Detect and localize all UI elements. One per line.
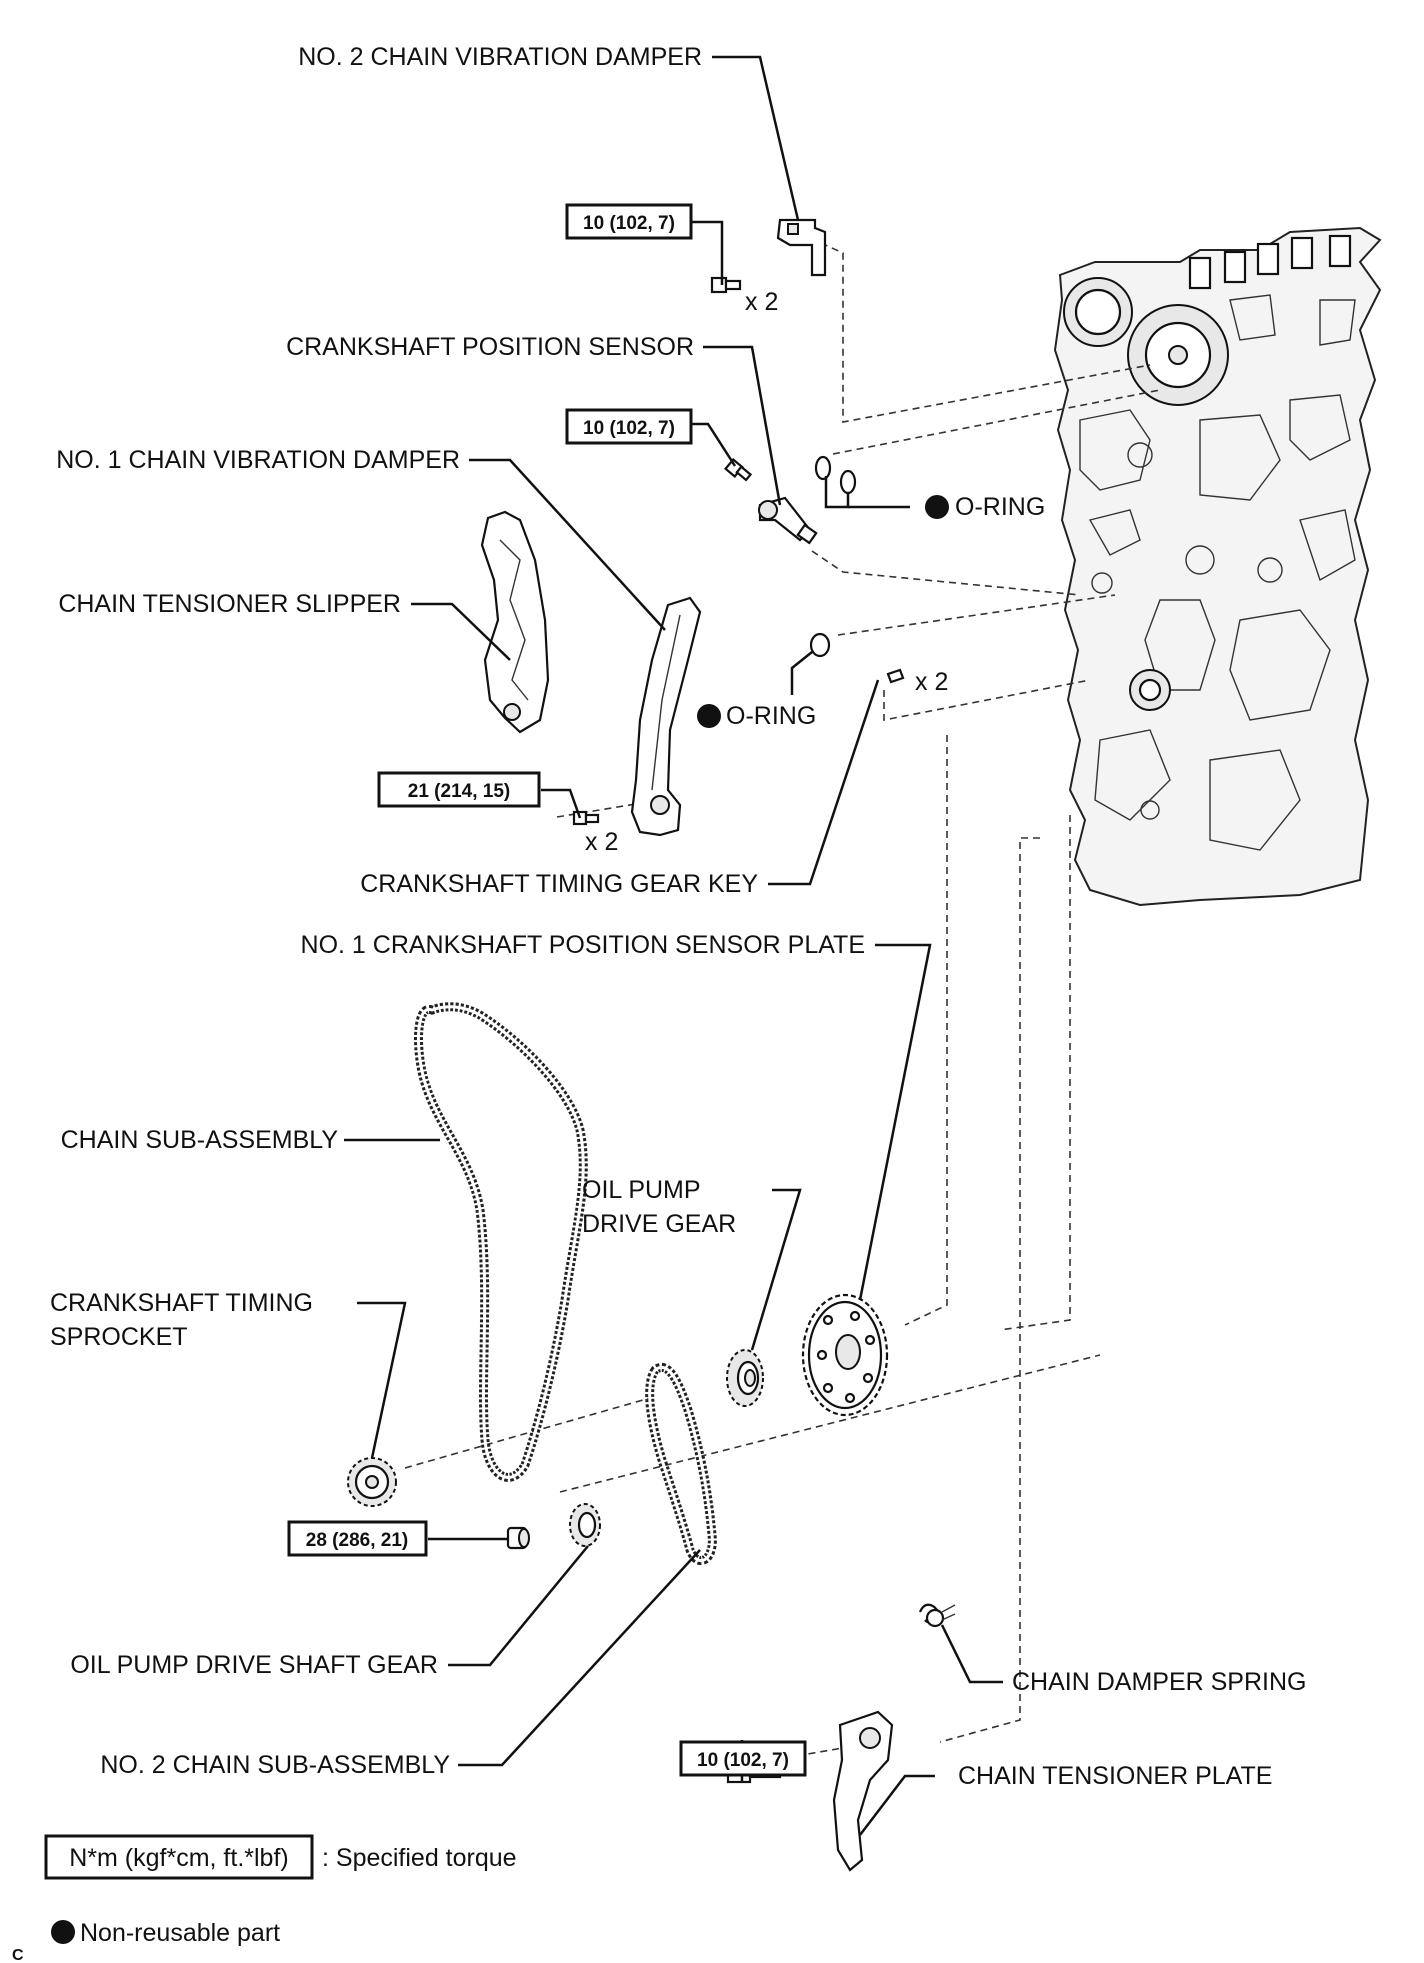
non-reusable-dot-icon: [925, 495, 949, 519]
label-no2-chain-sub-assembly: NO. 2 CHAIN SUB-ASSEMBLY: [100, 1751, 450, 1779]
label-crankshaft-timing-gear-key: CRANKSHAFT TIMING GEAR KEY: [360, 870, 758, 898]
crankshaft-timing-sprocket-part: [347, 1457, 397, 1507]
o-ring-upper-part: [814, 455, 857, 495]
legend-nonreusable-desc: Non-reusable part: [80, 1919, 280, 1947]
torque-value: 28 (286, 21): [306, 1530, 408, 1551]
quantity-mark: x 2: [585, 828, 618, 856]
torque-box-oil-pump-nut: 28 (286, 21): [287, 1520, 428, 1557]
label-o-ring-upper: O-RING: [955, 493, 1045, 521]
chain-sub-assembly-part: [414, 1002, 588, 1482]
quantity-mark: x 2: [745, 288, 778, 316]
nut-icon: [506, 1526, 530, 1550]
chain-tensioner-slipper-part: [480, 510, 550, 734]
torque-box-tensioner-plate: 10 (102, 7): [679, 1740, 807, 1777]
crankshaft-position-sensor-part: [758, 496, 818, 545]
label-o-ring-lower: O-RING: [726, 702, 816, 730]
quantity-mark: x 2: [915, 668, 948, 696]
legend-torque-desc: : Specified torque: [322, 1844, 517, 1872]
label-chain-tensioner-plate: CHAIN TENSIONER PLATE: [958, 1762, 1272, 1790]
bolt-icon: [723, 457, 753, 482]
non-reusable-dot-icon: [51, 1920, 75, 1944]
o-ring-lower-part: [809, 632, 831, 658]
torque-box-no1-damper: 21 (214, 15): [377, 771, 541, 808]
torque-box-no2-damper: 10 (102, 7): [565, 203, 693, 240]
bolt-icon: [572, 810, 600, 826]
label-oil-pump-drive-shaft-gear: OIL PUMP DRIVE SHAFT GEAR: [70, 1651, 438, 1679]
non-reusable-dot-icon: [697, 704, 721, 728]
crankshaft-timing-gear-key-part: [886, 668, 905, 684]
no2-chain-sub-assembly-part: [645, 1363, 717, 1566]
bolt-icon: [710, 276, 742, 294]
label-no1-crankshaft-position-sensor-plate: NO. 1 CRANKSHAFT POSITION SENSOR PLATE: [301, 931, 865, 959]
label-chain-damper-spring: CHAIN DAMPER SPRING: [1012, 1668, 1306, 1696]
chain-tensioner-plate-part: [832, 1710, 894, 1872]
label-no2-chain-vibration-damper: NO. 2 CHAIN VIBRATION DAMPER: [298, 43, 702, 71]
torque-box-crank-sensor: 10 (102, 7): [565, 408, 693, 445]
corner-mark: C: [12, 1947, 24, 1963]
label-crankshaft-position-sensor: CRANKSHAFT POSITION SENSOR: [286, 333, 694, 361]
oil-pump-drive-gear-part: [726, 1349, 764, 1407]
label-chain-tensioner-slipper: CHAIN TENSIONER SLIPPER: [58, 590, 401, 618]
no2-chain-vibration-damper-part: [776, 218, 827, 277]
label-no1-chain-vibration-damper: NO. 1 CHAIN VIBRATION DAMPER: [56, 446, 460, 474]
engine-block: [1053, 226, 1382, 907]
torque-value: 10 (102, 7): [697, 1750, 789, 1771]
chain-damper-spring-part: [918, 1603, 956, 1628]
torque-value: 10 (102, 7): [583, 213, 675, 234]
oil-pump-drive-shaft-gear-part: [569, 1503, 601, 1547]
legend-torque-unit: N*m (kgf*cm, ft.*lbf): [69, 1844, 288, 1872]
torque-value: 10 (102, 7): [583, 418, 675, 439]
label-oil-pump-drive-gear-line2: DRIVE GEAR: [582, 1210, 736, 1238]
leader-lines: [344, 55, 1003, 1836]
legend: N*m (kgf*cm, ft.*lbf) : Specified torque…: [44, 1834, 517, 1947]
label-chain-sub-assembly: CHAIN SUB-ASSEMBLY: [61, 1126, 339, 1154]
torque-value: 21 (214, 15): [408, 781, 510, 802]
label-crankshaft-timing-sprocket-line2: SPROCKET: [50, 1323, 188, 1351]
no1-crankshaft-position-sensor-plate-part: [801, 1293, 889, 1417]
label-crankshaft-timing-sprocket-line1: CRANKSHAFT TIMING: [50, 1289, 313, 1317]
label-oil-pump-drive-gear-line1: OIL PUMP: [582, 1176, 701, 1204]
no1-chain-vibration-damper-part: [630, 596, 702, 837]
